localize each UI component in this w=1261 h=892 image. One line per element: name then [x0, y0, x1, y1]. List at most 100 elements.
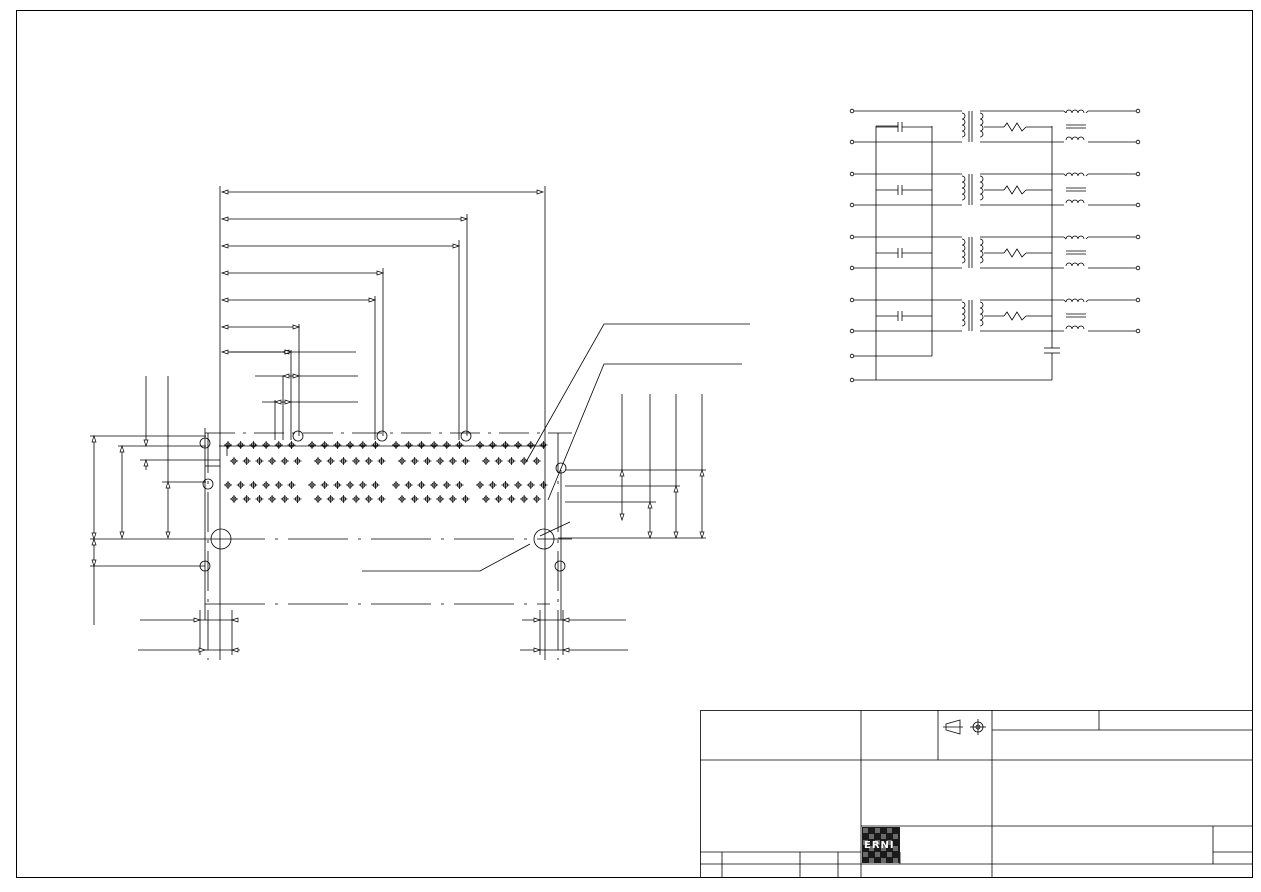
filter-schematic [849, 108, 1141, 383]
pin-pad [455, 441, 464, 449]
pin-pad [364, 495, 373, 503]
pin-pad [371, 441, 380, 449]
dimension-arrowhead [165, 480, 171, 489]
ground-bus [849, 125, 1060, 383]
dimension-arrowhead [193, 617, 202, 623]
pin-pad [392, 481, 400, 489]
pin-pad [364, 457, 373, 465]
pin-pad [358, 441, 367, 449]
output-terminal [1135, 171, 1141, 177]
logo-tile [893, 834, 898, 839]
logo-tile [863, 840, 868, 845]
pin-pad [417, 441, 426, 449]
dimension-arrowhead [220, 189, 229, 195]
logo-tile [875, 840, 880, 845]
dimension-arrowhead [284, 349, 293, 355]
dimension-arrowhead [368, 297, 377, 303]
shield-terminal [849, 353, 855, 359]
dimension-arrowhead [533, 647, 542, 653]
logo-tile [881, 846, 886, 851]
pin-pad [436, 495, 445, 503]
pin-pad [404, 481, 413, 489]
dimension-arrowhead [220, 324, 229, 330]
output-terminal [1135, 328, 1141, 334]
pin-pad [423, 495, 432, 503]
pin-pad [482, 457, 490, 465]
pin-pad [442, 481, 451, 489]
pin-pad [314, 495, 322, 503]
dimension-arrowhead [561, 647, 570, 653]
logo-tile [863, 852, 868, 857]
pin-pad [333, 441, 342, 449]
dimension-arrowhead [536, 189, 545, 195]
pin-pad [268, 457, 277, 465]
logo-tile [887, 840, 892, 845]
input-terminal [849, 328, 855, 334]
pin-pad [230, 495, 238, 503]
pin-pad [526, 481, 535, 489]
pin-pad [339, 495, 348, 503]
output-terminal [1135, 234, 1141, 240]
dimension-arrowhead [647, 531, 653, 540]
pin-pad [488, 441, 497, 449]
pin-pad [262, 441, 271, 449]
dimension-arrowhead [220, 349, 229, 355]
pin-pad [488, 481, 497, 489]
pin-pad [442, 441, 451, 449]
logo-tile [863, 828, 868, 833]
input-terminal [849, 139, 855, 145]
dimension-arrowhead [220, 243, 229, 249]
dimension-arrowhead [220, 216, 229, 222]
pin-pad [274, 481, 283, 489]
dimension-arrowhead [533, 617, 542, 623]
pin-pad [501, 481, 510, 489]
pin-pad [242, 457, 251, 465]
dimension-arrowhead [673, 484, 679, 493]
pin-pad [224, 481, 232, 489]
pin-pad [255, 457, 264, 465]
pin-pad [242, 495, 251, 503]
dimension-arrowhead [699, 468, 705, 477]
erni-logo-text: ERNI [864, 840, 895, 851]
pin-pad [308, 441, 316, 449]
pin-pad [326, 457, 335, 465]
logo-tile [893, 858, 898, 863]
logo-tile [887, 828, 892, 833]
input-terminal [849, 108, 855, 114]
pin-pad [314, 457, 322, 465]
pin-pad [539, 481, 548, 489]
input-terminal [849, 171, 855, 177]
pin-pad [448, 457, 457, 465]
pin-pad [308, 481, 316, 489]
pin-pad [494, 495, 503, 503]
pin-pad [520, 457, 529, 465]
input-terminal [849, 265, 855, 271]
pin-pad [236, 481, 245, 489]
pin-pad [352, 495, 361, 503]
pin-pad [404, 441, 413, 449]
pin-pad [371, 481, 380, 489]
dimension-arrowhead [230, 647, 239, 653]
pin-pad [526, 441, 535, 449]
pin-pad [455, 481, 464, 489]
pin-pad [377, 495, 386, 503]
pin-pad [339, 457, 348, 465]
dimension-arrowhead [119, 531, 125, 540]
pin-pad [520, 495, 529, 503]
pin-pad [224, 441, 232, 449]
pin-pad [249, 481, 258, 489]
pin-pad [320, 441, 329, 449]
dimension-arrowhead [91, 559, 97, 568]
filter-channel [849, 297, 1141, 334]
pin-pad [410, 495, 419, 503]
ground-terminal [849, 377, 855, 383]
pin-pad [352, 457, 361, 465]
dimension-arrowhead [143, 458, 149, 467]
pin-pad [274, 441, 283, 449]
pin-pad [398, 457, 406, 465]
pin-pad [430, 441, 439, 449]
dimension-arrowhead [230, 617, 239, 623]
dimension-arrowhead [284, 399, 293, 405]
dimension-arrowhead [699, 531, 705, 540]
